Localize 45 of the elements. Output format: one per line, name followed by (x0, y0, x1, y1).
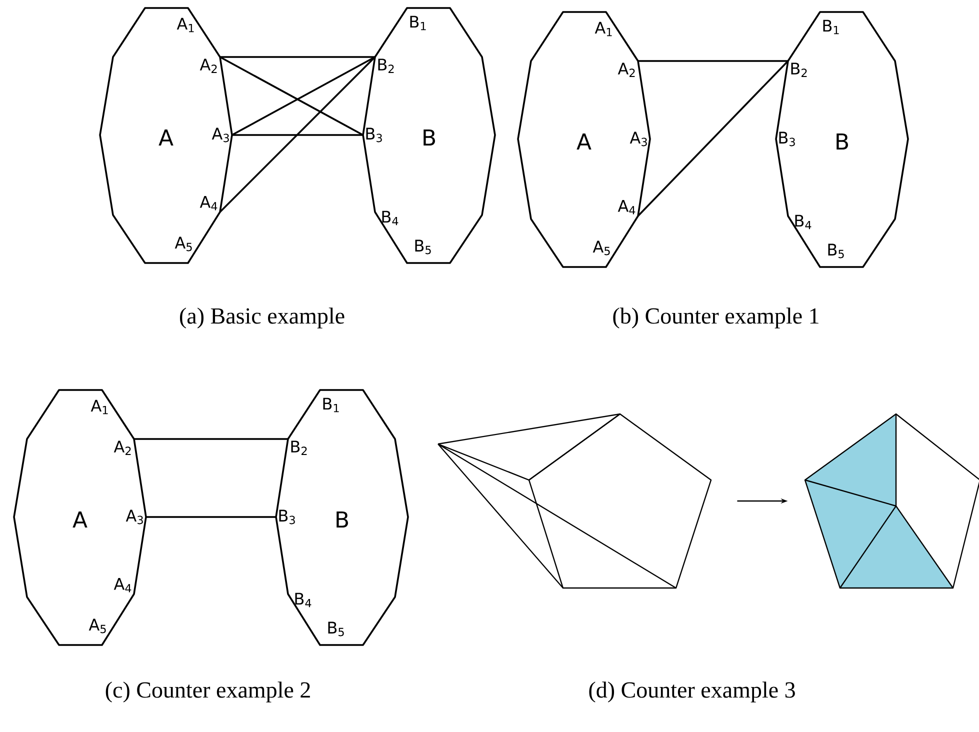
vertex-label: B$_{3}$ (366, 128, 382, 142)
vertex-label: A$_{2}$ (618, 62, 635, 77)
connecting-line (219, 56, 376, 213)
vertex-label: A$_{4}$ (618, 200, 636, 214)
caption: (b) Counter example 1 (613, 308, 818, 328)
vertex-label: B$_{5}$ (415, 240, 431, 254)
vertex-label: B$_{4}$ (795, 214, 812, 230)
connecting-line (220, 56, 364, 136)
connecting-line (146, 516, 276, 518)
vertex-label: A$_{4}$ (114, 578, 132, 592)
connecting-line (232, 56, 376, 136)
caption: (a) Basic example (180, 308, 344, 328)
vertex-label: B$_{2}$ (791, 62, 807, 77)
connecting-line (638, 60, 788, 62)
connecting-line (220, 56, 375, 58)
vertex-label: B$_{1}$ (410, 16, 426, 30)
connecting-line (232, 134, 363, 136)
vertex-label: A$_{3}$ (630, 132, 647, 146)
vertex-label: A$_{5}$ (592, 240, 610, 256)
vertex-label: B$_{1}$ (323, 398, 339, 412)
vertex-label: B$_{5}$ (328, 622, 344, 636)
vertex-label: B$_{2}$ (291, 440, 307, 455)
vertex-label: B$_{2}$ (378, 58, 394, 73)
vertex-label: A$_{5}$ (174, 236, 192, 252)
vertex-label: B$_{1}$ (823, 20, 839, 34)
vertex-label: B$_{4}$ (382, 210, 398, 226)
vertex-label: B$_{3}$ (779, 132, 795, 146)
vertex-label: B$_{3}$ (279, 510, 295, 524)
vertex-label: A$_{2}$ (114, 440, 131, 455)
pentagon-drawing (437, 413, 712, 589)
connecting-line (637, 60, 789, 217)
vertex-label: A$_{1}$ (90, 400, 108, 414)
caption: (d) Counter example 3 (589, 682, 795, 702)
vertex-label: A$_{1}$ (594, 22, 612, 36)
connecting-line (134, 438, 288, 440)
vertex-label: B$_{5}$ (828, 244, 844, 258)
vertex-label: A$_{4}$ (200, 196, 218, 210)
vertex-label: A$_{5}$ (88, 618, 106, 634)
vertex-label: A$_{3}$ (126, 510, 143, 524)
caption: (c) Counter example 2 (106, 682, 310, 702)
vertex-label: A$_{3}$ (212, 128, 229, 142)
vertex-label: A$_{1}$ (176, 18, 194, 32)
triangulated-pentagon-drawing (804, 413, 979, 589)
vertex-label: B$_{4}$ (295, 592, 312, 608)
vertex-label: A$_{2}$ (200, 58, 217, 73)
